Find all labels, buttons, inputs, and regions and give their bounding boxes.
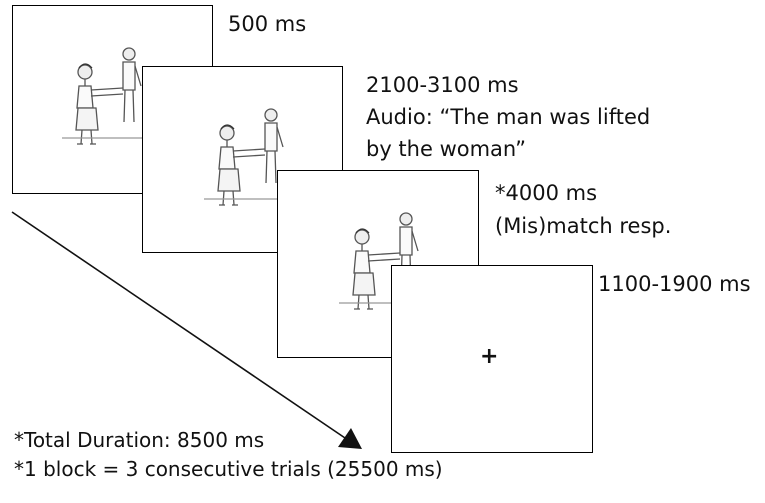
stimulus-frame-2	[142, 66, 343, 253]
woman-lifting-man-illustration	[204, 108, 294, 206]
frame-3-response-label: (Mis)match resp.	[495, 214, 672, 238]
fixation-frame: +	[391, 265, 593, 453]
frame-2-duration: 2100-3100 ms	[366, 73, 519, 97]
frame-1-duration: 500 ms	[228, 12, 307, 36]
fixation-cross: +	[480, 344, 499, 369]
woman-lifting-man-illustration	[62, 47, 152, 145]
woman-lifting-man-illustration	[339, 212, 429, 310]
total-duration-note: *Total Duration: 8500 ms	[14, 428, 265, 452]
frame-4-duration: 1100-1900 ms	[598, 272, 751, 296]
block-note: *1 block = 3 consecutive trials (25500 m…	[14, 457, 443, 481]
frame-2-audio-line-1: Audio: “The man was lifted	[366, 105, 651, 129]
frame-2-audio-line-2: by the woman”	[366, 137, 526, 161]
frame-3-duration: *4000 ms	[495, 181, 598, 205]
